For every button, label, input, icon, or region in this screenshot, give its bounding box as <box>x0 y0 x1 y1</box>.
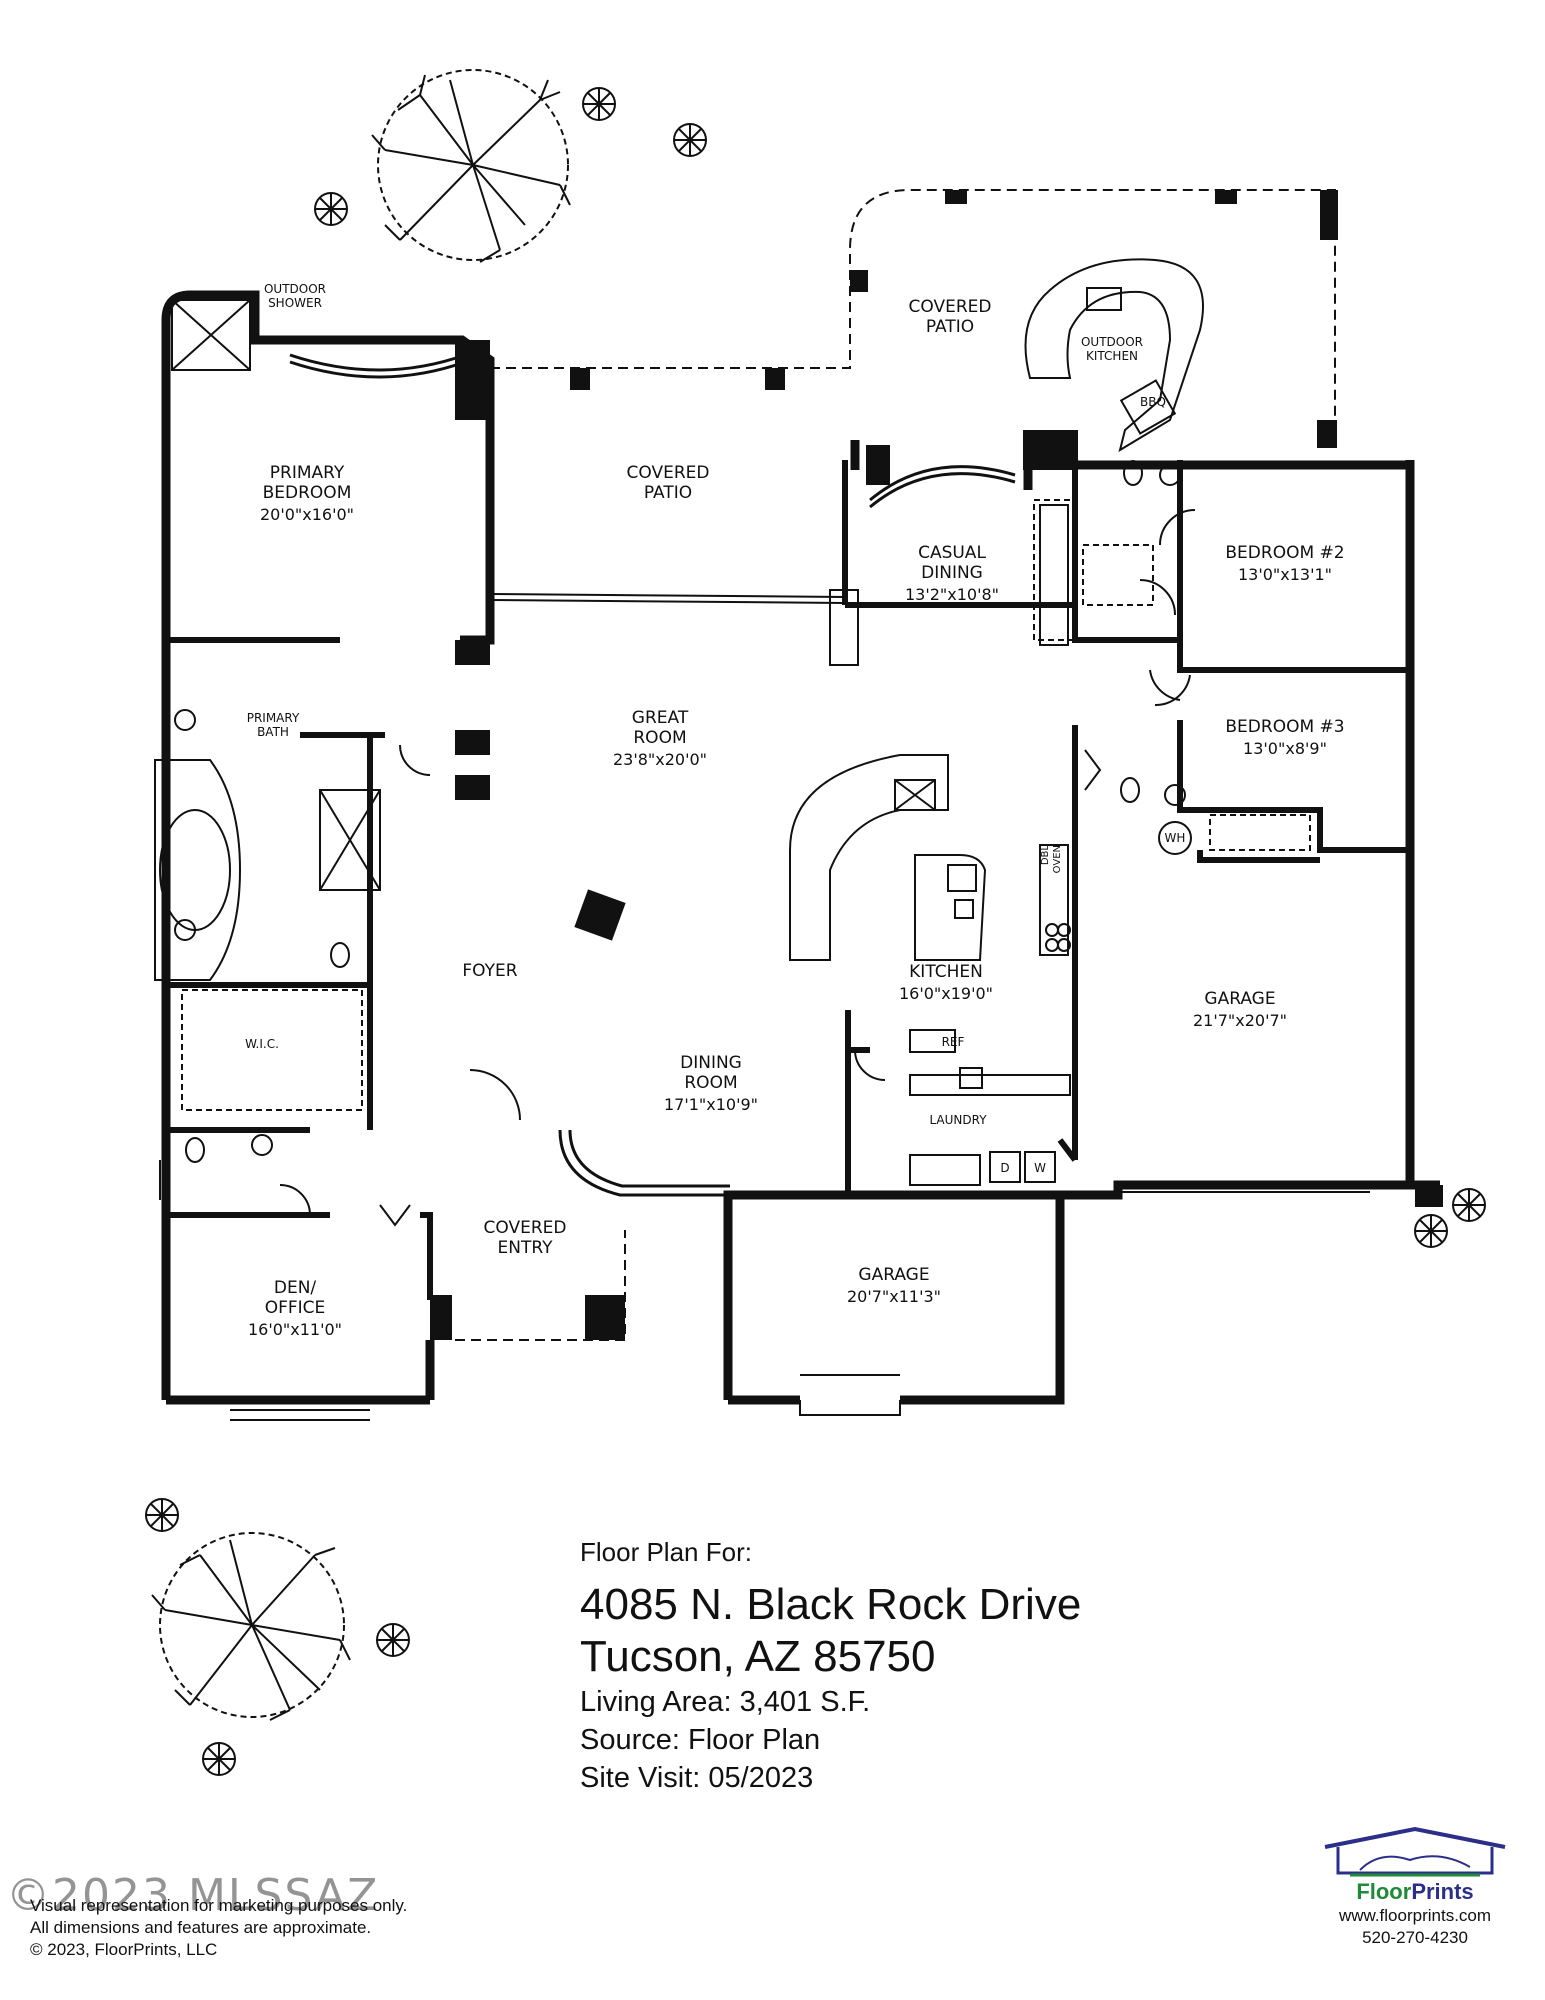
kitchen-dimensions: 16'0"x19'0" <box>899 984 993 1003</box>
water-heater-icon <box>1158 821 1192 855</box>
covered-entry-label: ENTRY <box>498 1238 554 1258</box>
door-swings <box>279 509 1196 1227</box>
kitchen-label: KITCHEN <box>909 962 983 982</box>
tree-icon <box>151 1532 351 1721</box>
great-room-feature <box>574 889 626 941</box>
covered-patio-main-label: COVERED <box>627 463 710 483</box>
bedroom-2-label: BEDROOM #2 <box>1225 543 1344 563</box>
fixture-ref-label: REF <box>942 1035 965 1049</box>
den-office-label: OFFICE <box>265 1298 326 1318</box>
brand-phone: 520-270-4230 <box>1362 1928 1468 1947</box>
laundry-label: LAUNDRY <box>929 1113 987 1127</box>
fixture-dbl-oven-label: OVEN <box>1052 845 1063 873</box>
primary-bath-label: PRIMARY <box>247 711 300 725</box>
garage-small-dimensions: 20'7"x11'3" <box>847 1287 941 1306</box>
primary-bedroom-label: PRIMARY <box>270 463 345 483</box>
primary-bedroom-label: BEDROOM <box>263 483 352 503</box>
shower-icon <box>319 789 381 891</box>
dining-room-label: ROOM <box>684 1073 737 1093</box>
outdoor-shower-label: OUTDOOR <box>264 282 326 296</box>
sink-icon <box>174 464 1186 1156</box>
covered-entry-label: COVERED <box>484 1218 567 1238</box>
wic-label: W.I.C. <box>245 1037 279 1051</box>
great-room-label: ROOM <box>633 728 686 748</box>
column <box>430 190 1443 1340</box>
wic-shelving <box>181 989 363 1111</box>
window-lines <box>159 593 1413 1421</box>
closet-shelving <box>1033 499 1311 851</box>
dining-room-label: DINING <box>680 1053 742 1073</box>
disclaimer: Visual representation for marketing purp… <box>30 1895 550 1961</box>
disclaimer-line-3: © 2023, FloorPrints, LLC <box>30 1940 218 1959</box>
garage-large-dimensions: 21'7"x20'7" <box>1193 1011 1287 1030</box>
bedroom-3-dimensions: 13'0"x8'9" <box>1243 739 1327 758</box>
mls-watermark: ©2023 MLSSAZ <box>6 1870 380 1921</box>
garage-small-label: GARAGE <box>858 1265 929 1285</box>
outdoor-kitchen-label: OUTDOOR <box>1081 335 1143 349</box>
casual-dining-label: DINING <box>921 563 983 583</box>
laundry-appliances <box>909 1151 1056 1186</box>
fixture-washer-label: W <box>1034 1161 1046 1175</box>
toilet-icon <box>185 460 1143 1163</box>
source: Source: Floor Plan <box>580 1724 821 1756</box>
fireplace-icon <box>455 640 490 800</box>
interior-walls <box>166 460 1410 1300</box>
shrub-icon <box>145 87 1486 1776</box>
info-block: Floor Plan For: 4085 N. Black Rock Drive… <box>580 1535 1300 1797</box>
covered-patio-east-label: COVERED <box>909 297 992 317</box>
great-room-label: GREAT <box>632 708 689 728</box>
outdoor-shower-label: SHOWER <box>268 296 322 310</box>
primary-bath-label: BATH <box>257 725 289 739</box>
foyer-label: FOYER <box>462 961 517 981</box>
bay-window <box>289 353 1016 1197</box>
bedroom-3-label: BEDROOM #3 <box>1225 717 1344 737</box>
disclaimer-line-2: All dimensions and features are approxim… <box>30 1918 372 1937</box>
floorprints-logo: FloorPrints www.floorprints.com 520-270-… <box>1300 1825 1530 1949</box>
tree-icon <box>371 69 571 263</box>
room-labels: PRIMARYBEDROOM20'0"x16'0"PRIMARYBATHW.I.… <box>245 282 1345 1339</box>
exterior-walls <box>161 290 1440 1405</box>
site-visit: Site Visit: 05/2023 <box>580 1762 814 1794</box>
primary-bedroom-dimensions: 20'0"x16'0" <box>260 505 354 524</box>
great-room-dimensions: 23'8"x20'0" <box>613 750 707 769</box>
fixture-wh-label: WH <box>1165 831 1186 845</box>
fixture-dryer-label: D <box>1000 1161 1009 1175</box>
bbq-label: BBQ <box>1140 395 1166 409</box>
outdoor-kitchen-label: KITCHEN <box>1086 349 1138 363</box>
floor-plan-intro: Floor Plan For: <box>580 1537 752 1567</box>
house-logo-icon <box>1324 1826 1506 1877</box>
address-line-2: Tucson, AZ 85750 <box>580 1632 936 1681</box>
address-line-1: 4085 N. Black Rock Drive <box>580 1580 1082 1629</box>
fixture-dbl-oven-label: DBL <box>1040 845 1051 866</box>
living-area: Living Area: 3,401 S.F. <box>580 1686 871 1718</box>
dining-room-dimensions: 17'1"x10'9" <box>664 1095 758 1114</box>
outdoor-kitchen-counter <box>1024 258 1204 453</box>
casual-dining-dimensions: 13'2"x10'8" <box>905 585 999 604</box>
casual-dining-label: CASUAL <box>918 543 986 563</box>
den-office-label: DEN/ <box>274 1278 317 1298</box>
bedroom-2-dimensions: 13'0"x13'1" <box>1238 565 1332 584</box>
disclaimer-line-1: Visual representation for marketing purp… <box>30 1896 408 1915</box>
outdoor-shower-icon <box>171 299 251 371</box>
kitchen-pillar <box>829 589 859 666</box>
den-office-dimensions: 16'0"x11'0" <box>248 1320 342 1339</box>
brand-url: www.floorprints.com <box>1338 1906 1492 1925</box>
covered-patio-east-label: PATIO <box>926 317 974 337</box>
brand-name: FloorPrints <box>1356 1879 1474 1904</box>
garage-large-label: GARAGE <box>1204 989 1275 1009</box>
covered-patio-main-label: PATIO <box>644 483 692 503</box>
kitchen-counter <box>789 504 1071 1096</box>
